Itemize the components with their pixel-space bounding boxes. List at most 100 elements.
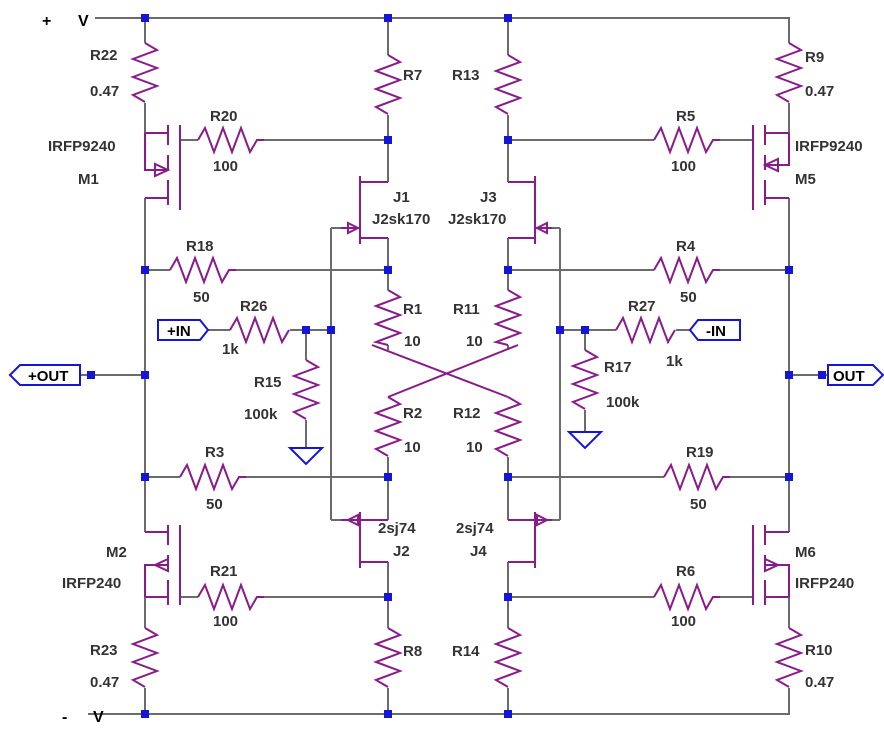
r9-value: 0.47 <box>805 83 834 100</box>
r1-value: 10 <box>404 333 421 350</box>
r26-ref: R26 <box>240 298 268 315</box>
port-in-pos-label: +IN <box>167 323 191 340</box>
jfet-j2 <box>341 512 388 568</box>
r26-value: 1k <box>222 341 239 358</box>
port-out-neg <box>827 364 884 386</box>
mosfet-m1 <box>144 125 181 210</box>
resistor-bodies <box>130 42 804 688</box>
r12-value: 10 <box>466 439 483 456</box>
m5-model: IRFP9240 <box>795 138 863 155</box>
port-in-pos <box>157 319 210 341</box>
j4-ref: J4 <box>470 543 487 560</box>
r7-ref: R7 <box>403 67 422 84</box>
r5-ref: R5 <box>676 108 695 125</box>
mosfet-m5 <box>752 125 790 210</box>
jfet-j1 <box>341 176 388 244</box>
resistor-r2 <box>373 396 403 457</box>
r19-ref: R19 <box>686 444 714 461</box>
r18-value: 50 <box>193 289 210 306</box>
r22-value: 0.47 <box>90 83 119 100</box>
r22-ref: R22 <box>90 47 118 64</box>
j2-ref: J2 <box>393 543 410 560</box>
r15-ref: R15 <box>254 374 282 391</box>
resistor-r17 <box>570 349 600 410</box>
port-out-pos-label: +OUT <box>28 368 68 385</box>
resistor-r15 <box>291 359 321 420</box>
r21-ref: R21 <box>210 563 238 580</box>
resistor-r1 <box>372 289 403 346</box>
r10-ref: R10 <box>805 642 833 659</box>
resistor-r22 <box>130 42 160 103</box>
resistor-r20 <box>197 125 264 155</box>
r18-ref: R18 <box>186 238 214 255</box>
r6-ref: R6 <box>676 563 695 580</box>
jfet-j4 <box>508 512 552 568</box>
j3-model: J2sk170 <box>448 211 506 228</box>
ground-symbol-left <box>287 447 325 466</box>
resistor-r12 <box>493 396 523 457</box>
r20-ref: R20 <box>210 108 238 125</box>
r6-value: 100 <box>671 613 696 630</box>
resistor-r7 <box>373 54 403 115</box>
crossover-wire <box>371 344 509 398</box>
resistor-r4 <box>653 255 720 285</box>
resistor-r18 <box>169 255 236 285</box>
r9-ref: R9 <box>805 49 824 66</box>
resistor-r26 <box>229 315 290 345</box>
r4-value: 50 <box>680 289 697 306</box>
port-out-pos <box>8 364 81 386</box>
jfet-j3 <box>508 176 552 244</box>
r17-ref: R17 <box>604 359 632 376</box>
resistor-r3 <box>179 462 246 492</box>
rail-bottom-name: V <box>93 709 104 726</box>
mosfet-m2 <box>144 525 181 605</box>
r2-value: 10 <box>404 439 421 456</box>
j3-ref: J3 <box>480 189 497 206</box>
r13-ref: R13 <box>452 67 480 84</box>
resistor-r5 <box>653 125 720 155</box>
r2-ref: R2 <box>403 405 422 422</box>
resistor-r19 <box>663 462 730 492</box>
crossover-wire <box>387 344 519 398</box>
r17-value: 100k <box>606 394 640 411</box>
m1-ref: M1 <box>78 171 99 188</box>
rail-top-sign: + <box>42 13 51 30</box>
j1-ref: J1 <box>393 189 410 206</box>
resistor-r9 <box>774 42 804 103</box>
wires <box>80 17 828 715</box>
m2-ref: M2 <box>106 544 127 561</box>
resistor-r27 <box>615 315 676 345</box>
m6-ref: M6 <box>795 544 816 561</box>
r8-ref: R8 <box>403 643 422 660</box>
j1-model: J2sk170 <box>372 211 430 228</box>
r19-value: 50 <box>690 496 707 513</box>
resistor-r10 <box>774 627 804 688</box>
port-out-neg-label: OUT <box>833 368 865 385</box>
ground-symbol-right <box>566 431 604 450</box>
rail-bottom-sign: - <box>62 709 67 726</box>
rail-top-name: V <box>78 13 89 30</box>
resistor-r14 <box>493 627 523 688</box>
j2-model: 2sj74 <box>378 520 416 537</box>
r5-value: 100 <box>671 158 696 175</box>
r1-ref: R1 <box>403 301 422 318</box>
r21-value: 100 <box>213 613 238 630</box>
j4-model: 2sj74 <box>456 520 494 537</box>
resistor-r13 <box>493 54 523 115</box>
resistor-r11 <box>492 289 523 346</box>
r23-ref: R23 <box>90 642 118 659</box>
m6-model: IRFP240 <box>795 575 854 592</box>
resistor-r6 <box>653 582 720 612</box>
r15-value: 100k <box>244 406 278 423</box>
r27-ref: R27 <box>628 298 656 315</box>
port-in-neg <box>688 319 741 341</box>
r10-value: 0.47 <box>805 674 834 691</box>
r23-value: 0.47 <box>90 674 119 691</box>
m5-ref: M5 <box>795 171 816 188</box>
resistor-r21 <box>197 582 264 612</box>
junction-dots <box>87 14 826 718</box>
r14-ref: R14 <box>452 643 480 660</box>
r4-ref: R4 <box>676 238 696 255</box>
m2-model: IRFP240 <box>62 575 121 592</box>
r3-value: 50 <box>206 496 223 513</box>
